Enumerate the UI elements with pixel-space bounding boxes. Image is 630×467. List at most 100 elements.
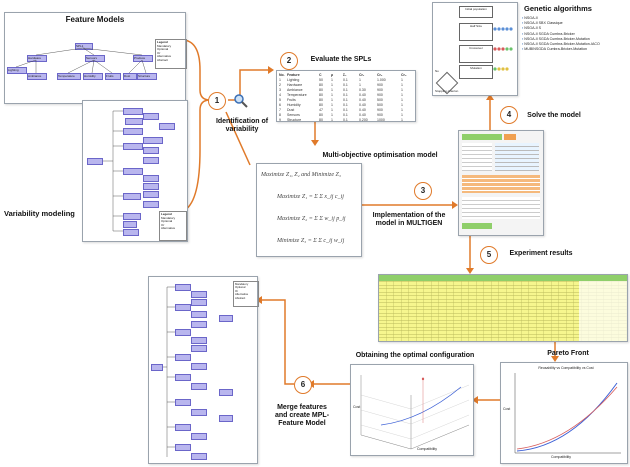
genetic-title: Genetic algorithms — [524, 4, 592, 13]
spl-table-cell: 1 — [401, 93, 403, 97]
vm-legend: Legend Mandatory Optional Or Alternative — [159, 211, 187, 241]
gui-footer-green — [462, 223, 492, 229]
fm-leaf-humidity: Humidity — [83, 73, 103, 80]
eq-line-1: Maximize Z₁, Z₂ and Minimize Z₃ — [261, 172, 341, 178]
solve-label: Solve the model — [527, 112, 581, 119]
spl-table-cell: 1000 — [377, 118, 385, 122]
spl-table-cell: 0.40 — [359, 108, 366, 112]
equations-box: Maximize Z₁, Z₂ and Minimize Z₃ Maximize… — [256, 163, 362, 257]
genetic-gui: Initial population Half Size Crossover M… — [432, 2, 518, 96]
ga-item-5: ▪ NSGA-II SGDA Cumbra-Bricker-Mutation — [522, 36, 590, 41]
spl-table-cell: 0.1 — [343, 98, 348, 102]
eq-line-4: Minimize Z₃ = Σ Σ c_ij w_ij — [277, 238, 345, 244]
eq-line-2: Maximize Z₁ = Σ Σ x_ij c_ij — [277, 194, 344, 200]
spl-table-cell: 900 — [377, 83, 383, 87]
ga-item-3: ▪ NSGA-II S — [522, 26, 542, 31]
spl-table-cell: Ambiance — [287, 88, 303, 92]
mpl-n4 — [175, 304, 191, 311]
mpl-n14 — [191, 383, 207, 390]
mpl-n7 — [191, 321, 207, 328]
vm-node-8 — [143, 147, 159, 154]
spl-table-cell: 1 — [331, 78, 333, 82]
fm-legend: Legend Mandatory Optional Or Alternative… — [155, 39, 187, 69]
vm-node-2 — [125, 118, 143, 125]
mo-model-label: Multi-objective optimisation model — [322, 152, 438, 159]
optimal-ylabel: Cost — [353, 405, 361, 409]
spl-table-cell: 6 — [279, 103, 281, 107]
spl-table-cell: Lighting — [287, 78, 300, 82]
spl-table-cell: 5 — [279, 98, 281, 102]
spl-table-cell: Temperature — [287, 93, 307, 97]
fm-root-node: SPL1 — [75, 43, 93, 50]
vm-node-5 — [159, 123, 175, 130]
gui-orange-band — [462, 175, 540, 193]
mpl-n9 — [191, 337, 207, 344]
spl-table-cell: 1 — [401, 78, 403, 82]
spl-table-cell: Sensors — [287, 113, 300, 117]
spl-table-header-cell: No. — [279, 73, 285, 77]
identification-label: Identification of variability — [215, 118, 269, 133]
spl-table-header-cell: Cr₃ — [401, 73, 407, 77]
ga-box-mut: Mutation — [459, 65, 493, 79]
spl-table-cell: 0.30 — [359, 88, 366, 92]
spl-table-cell: 47 — [319, 108, 323, 112]
pareto-chart-title: Reusability vs Compatibility vs Cost — [538, 366, 594, 370]
ga-stop-label: Stopping criterion — [435, 89, 459, 93]
pareto-label: Pareto Front — [547, 350, 589, 357]
mpl-n13 — [175, 374, 191, 381]
mpl-n18 — [219, 415, 233, 422]
step-5-badge: 5 — [480, 246, 498, 264]
pareto-chart: Reusability vs Compatibility vs Cost Com… — [500, 362, 628, 464]
spl-table-cell: 80 — [319, 93, 323, 97]
spl-table-cell: 0.1 — [343, 88, 348, 92]
spl-table-cell: Structure — [287, 118, 302, 122]
ga-item-2: ▪ NSGA-II SBX Classique — [522, 21, 563, 26]
spl-table-header-cell: C — [319, 73, 322, 77]
sheet-right-block — [579, 281, 627, 341]
mpl-n11 — [175, 354, 191, 361]
step-2-badge: 2 — [280, 52, 298, 70]
vm-root-node — [87, 158, 103, 165]
spl-table-cell: 1 — [401, 98, 403, 102]
ga-dots — [493, 27, 513, 71]
fm-leaf-lighting: Lighting — [7, 67, 27, 74]
fm-level1-hardware: Hardware — [27, 55, 47, 62]
spl-table-cell: 0.1 — [343, 93, 348, 97]
spl-table-cell: 900 — [377, 88, 383, 92]
spl-table-cell: 1 — [331, 103, 333, 107]
spl-table-cell: 1 — [401, 108, 403, 112]
mpl-n20 — [191, 433, 207, 440]
spl-table-cell: 0.1 — [343, 118, 348, 122]
fm-leaf-fruits: Fruits — [105, 73, 121, 80]
implementation-label: Implementation of the model in MULTIGEN — [372, 212, 446, 227]
spl-table-cell: 1 — [331, 88, 333, 92]
mpl-n21 — [175, 444, 191, 451]
spl-table-cell: 1 — [359, 78, 361, 82]
spl-table-header-cell: Cr₁ — [359, 73, 365, 77]
spl-table-cell: 80 — [319, 113, 323, 117]
ga-item-6: ▪ NSGA-II SGDA Cumbra-Bricker-Mutation-I… — [522, 42, 600, 47]
spl-table-cell: Fruits — [287, 98, 296, 102]
mpl-n12 — [191, 363, 207, 370]
step-3-badge: 3 — [414, 182, 432, 200]
spl-table-cell: 0.1 — [343, 108, 348, 112]
mpl-n17 — [191, 409, 207, 416]
spl-table-cell: 0.40 — [359, 93, 366, 97]
vm-node-9 — [143, 157, 159, 164]
fm-level1-produce: Produce — [133, 55, 153, 62]
mpl-n2 — [191, 291, 207, 298]
spl-table-cell: 1 — [331, 98, 333, 102]
spl-table-cell: 3 — [279, 88, 281, 92]
spl-table-cell: 0.40 — [359, 103, 366, 107]
spl-table-cell: 0.1 — [343, 103, 348, 107]
magnifier-icon — [234, 94, 248, 108]
step-6-badge: 6 — [294, 376, 312, 394]
mpl-feature-model: Mandatory Optional Or Alternative Abstra… — [148, 276, 259, 464]
spl-table-cell: 1 — [359, 83, 361, 87]
ga-item-4: ▪ NSGA-II SGDA Cumbra-Bricker — [522, 31, 575, 36]
spl-table-cell: 0.200 — [359, 118, 368, 122]
spl-table-cell: 1.000 — [377, 78, 386, 82]
mpl-legend: Mandatory Optional Or Alternative Abstra… — [233, 281, 259, 307]
